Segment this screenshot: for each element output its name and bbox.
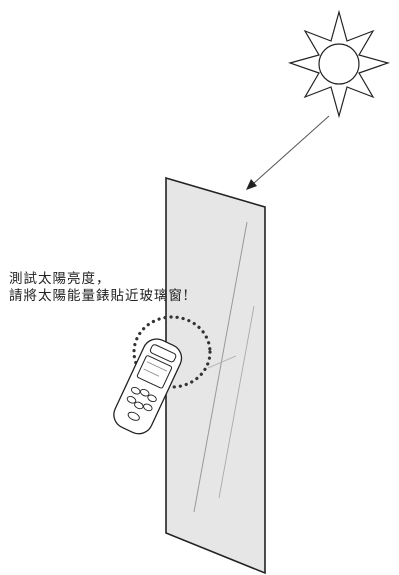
- sun-disc: [318, 43, 360, 85]
- instruction-caption: 測試太陽亮度， 請將太陽能量錶貼近玻璃窗!: [9, 271, 189, 305]
- glass-reflection: [193, 221, 248, 513]
- meter-button: [126, 396, 137, 404]
- instruction-line-1: 測試太陽亮度，: [9, 271, 111, 287]
- glass-reflection: [207, 355, 237, 369]
- meter-button: [147, 394, 157, 403]
- sun-icon: [287, 9, 391, 119]
- glass-window: [165, 176, 266, 575]
- solar-power-meter-icon: [113, 338, 183, 435]
- meter-display: [136, 355, 173, 389]
- meter-body: [113, 338, 183, 435]
- meter-button: [127, 411, 140, 421]
- highlight-circle: [132, 315, 212, 389]
- meter-button: [143, 403, 153, 412]
- meter-button: [131, 386, 141, 395]
- meter-button: [134, 401, 144, 410]
- glass-reflection: [218, 305, 255, 499]
- meter-sensor: [149, 344, 177, 363]
- instruction-line-2: 請將太陽能量錶貼近玻璃窗!: [9, 288, 190, 304]
- glass-pane: [165, 176, 266, 575]
- sunlight-arrow: [246, 115, 330, 190]
- meter-button: [140, 388, 150, 397]
